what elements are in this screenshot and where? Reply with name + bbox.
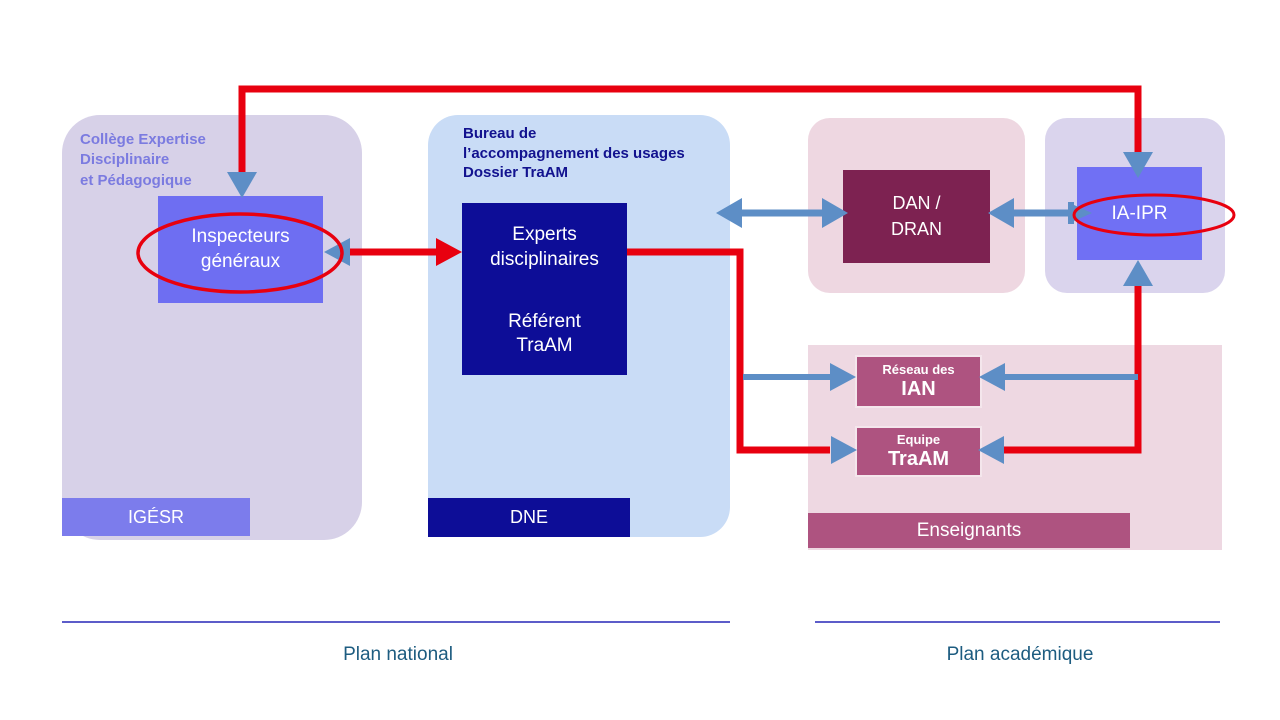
college-zone (62, 115, 362, 540)
referent-traam-label: Référent TraAM (508, 310, 581, 357)
plan-academique-label: Plan académique (946, 644, 1094, 665)
college-zone-title: Collège Expertise Disciplinaire et Pédag… (80, 131, 206, 189)
ia-ipr-box: IA-IPR (1077, 167, 1202, 260)
reseau-ian-box: Réseau des IAN (855, 355, 982, 408)
plan-national-label: Plan national (343, 644, 453, 665)
traam-subtitle: Equipe (896, 432, 941, 448)
ian-title: IAN (901, 377, 936, 400)
igesr-bar: IGÉSR (62, 498, 250, 536)
dan-dran-box: DAN / DRAN (843, 170, 990, 263)
traam-title: TraAM (887, 447, 950, 470)
plan-academique-line (815, 621, 1220, 623)
bureau-zone-title: Bureau de l’accompagnement des usages Do… (463, 125, 685, 181)
experts-disciplinaires-label: Experts disciplinaires (490, 224, 599, 270)
ian-subtitle: Réseau des (882, 362, 955, 378)
dne-bar: DNE (428, 498, 630, 537)
experts-referent-box: Experts disciplinaires Référent TraAM (462, 203, 627, 375)
equipe-traam-box: Equipe TraAM (855, 426, 982, 477)
plan-national-line (62, 621, 730, 623)
enseignants-bar: Enseignants (808, 513, 1130, 548)
inspecteurs-generaux-box: Inspecteurs généraux (158, 196, 323, 303)
